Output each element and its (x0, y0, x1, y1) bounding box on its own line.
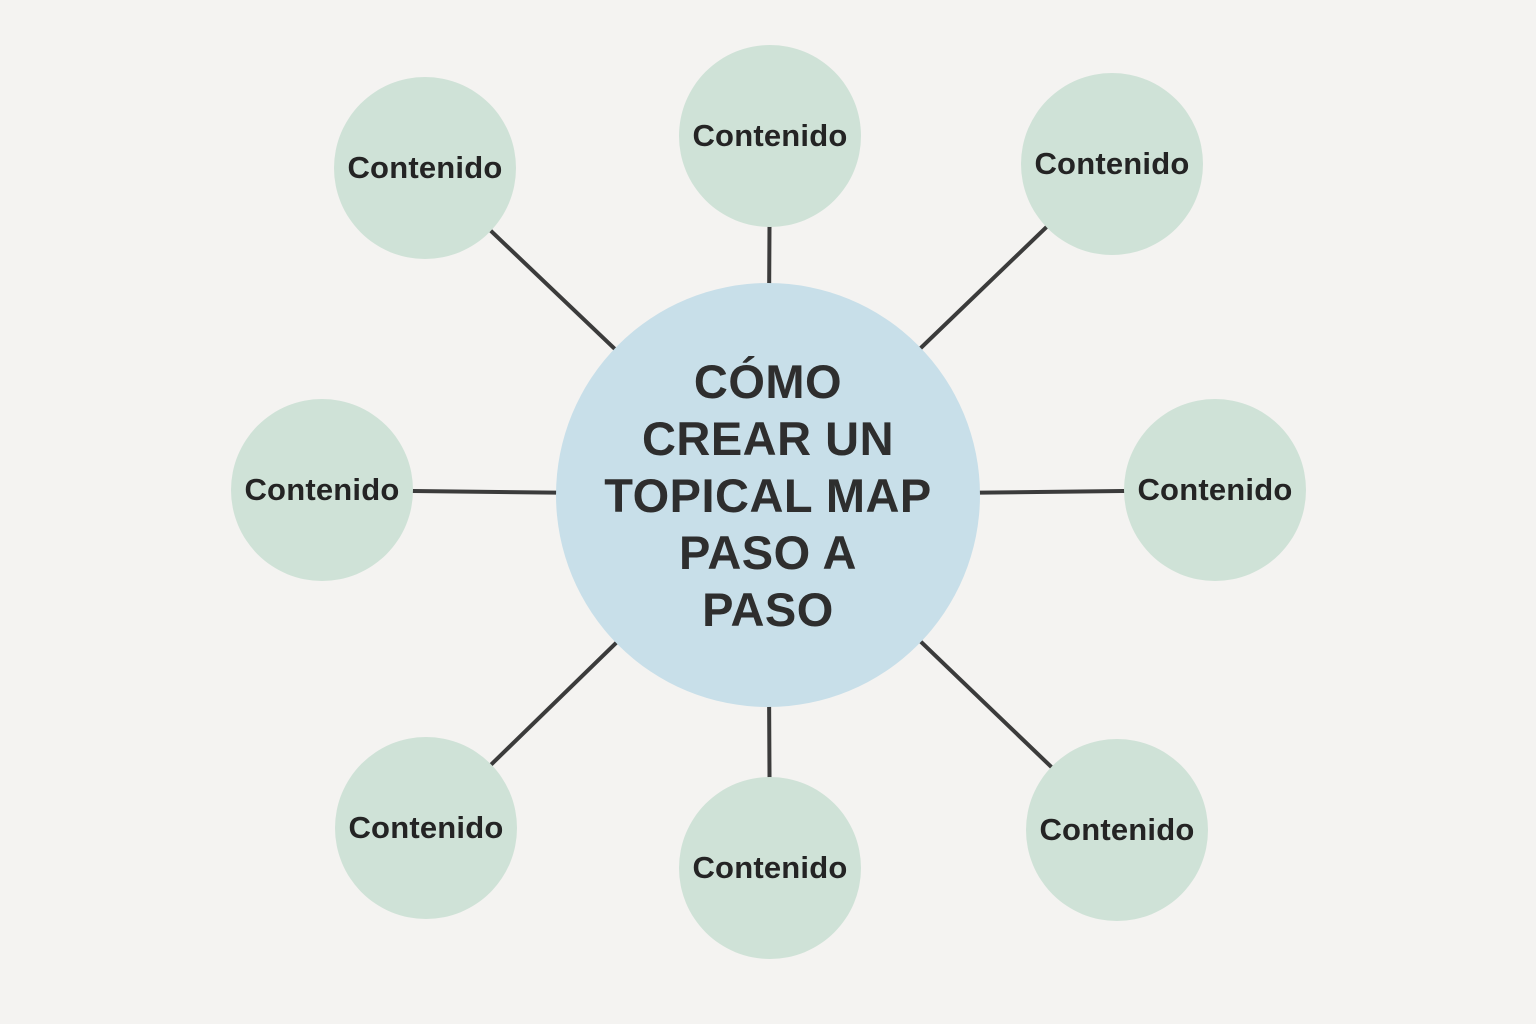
node-left: Contenido (231, 399, 413, 581)
node-label: Contenido (347, 150, 503, 185)
central-title-line: PASO A (679, 525, 857, 579)
node-top: Contenido (679, 45, 861, 227)
node-label: Contenido (692, 850, 848, 885)
node-top-left: Contenido (334, 77, 516, 259)
node-label: Contenido (244, 472, 400, 507)
central-title-line: CÓMO (693, 354, 843, 408)
node-bottom-left: Contenido (335, 737, 517, 919)
central-title-line: TOPICAL MAP (604, 468, 932, 522)
node-bottom: Contenido (679, 777, 861, 959)
node-label: Contenido (348, 810, 504, 845)
central-title-line: CREAR UN (641, 411, 895, 465)
central-title-line: PASO (702, 582, 834, 636)
node-top-right: Contenido (1021, 73, 1203, 255)
central-topic-title: CÓMO CREAR UN TOPICAL MAP PASO A PASO (604, 353, 932, 638)
node-bottom-right: Contenido (1026, 739, 1208, 921)
node-right: Contenido (1124, 399, 1306, 581)
node-label: Contenido (1034, 146, 1190, 181)
node-label: Contenido (1137, 472, 1293, 507)
central-topic-node: CÓMO CREAR UN TOPICAL MAP PASO A PASO (556, 283, 980, 707)
node-label: Contenido (1039, 812, 1195, 847)
node-label: Contenido (692, 118, 848, 153)
